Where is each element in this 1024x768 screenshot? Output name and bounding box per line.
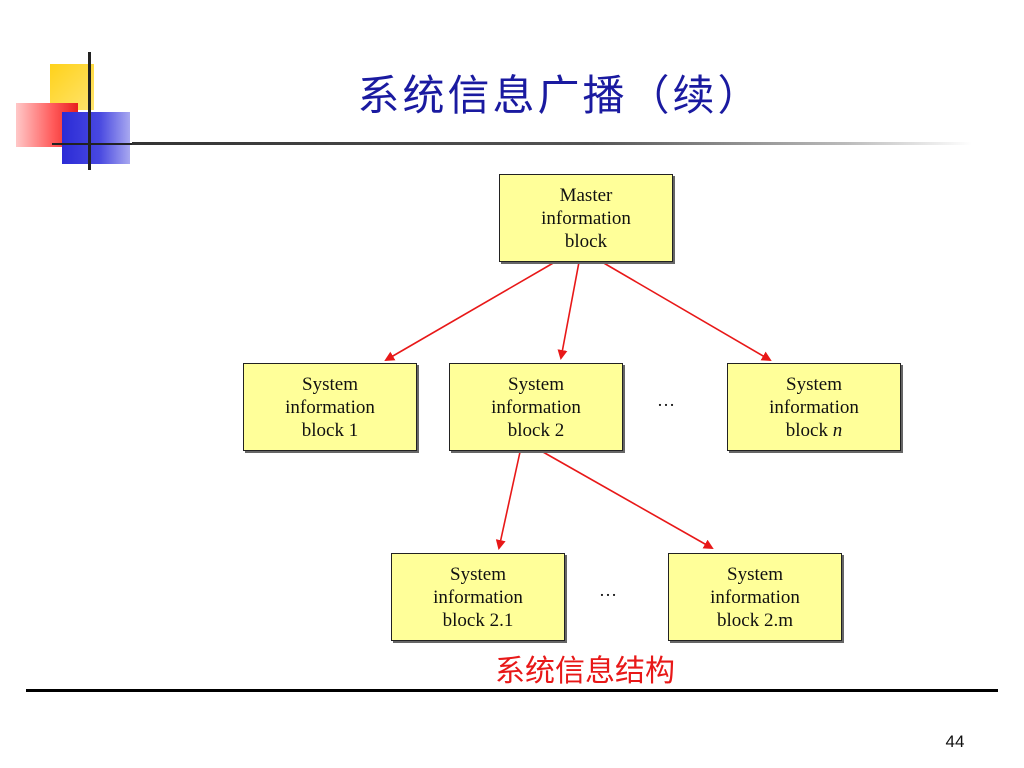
box-line: System bbox=[786, 373, 842, 395]
box-line: information bbox=[491, 396, 581, 418]
box-line: information bbox=[433, 586, 523, 608]
box-line: System bbox=[727, 563, 783, 585]
ellipsis-level2: … bbox=[599, 580, 619, 600]
box-line: information bbox=[285, 396, 375, 418]
box-line: block 2 bbox=[507, 419, 565, 441]
decor-blue-square bbox=[62, 112, 130, 164]
box-line-italic: n bbox=[832, 419, 843, 441]
diagram-caption: 系统信息结构 bbox=[495, 654, 675, 689]
master-information-block: Master information block bbox=[499, 174, 673, 262]
box-line: block 1 bbox=[301, 419, 359, 441]
box-line: information bbox=[541, 207, 631, 229]
system-information-block-1: System information block 1 bbox=[243, 363, 417, 451]
box-line: Master bbox=[559, 184, 613, 206]
slide-title: 系统信息广播（续） bbox=[357, 71, 763, 120]
box-line: block 2.1 bbox=[442, 609, 514, 631]
arrow-master-to-sib1 bbox=[384, 261, 556, 362]
arrow-sib2-to-sib21 bbox=[495, 451, 521, 550]
decor-yellow-square bbox=[50, 64, 94, 110]
box-line: System bbox=[450, 563, 506, 585]
box-line: information bbox=[769, 396, 859, 418]
decor-vertical-line bbox=[88, 52, 91, 170]
box-line: System bbox=[508, 373, 564, 395]
footer-rule bbox=[26, 689, 998, 692]
ellipsis-level1: … bbox=[657, 390, 677, 410]
system-information-block-n: System information block n bbox=[727, 363, 901, 451]
system-information-block-2-m: System information block 2.m bbox=[668, 553, 842, 641]
box-line: information bbox=[710, 586, 800, 608]
decor-horizontal-line bbox=[52, 143, 132, 145]
system-information-block-2-1: System information block 2.1 bbox=[391, 553, 565, 641]
page-number: 44 bbox=[945, 732, 965, 751]
arrow-master-to-sib2 bbox=[557, 261, 580, 360]
box-line: System bbox=[302, 373, 358, 395]
box-line-text: block bbox=[785, 419, 833, 441]
arrow-master-to-sibn bbox=[601, 261, 772, 362]
box-line: block bbox=[564, 230, 608, 252]
title-underline bbox=[132, 142, 972, 145]
system-information-block-2: System information block 2 bbox=[449, 363, 623, 451]
arrow-sib2-to-sib2m bbox=[542, 451, 714, 549]
box-line-composite: block n bbox=[786, 419, 842, 442]
box-line: block 2.m bbox=[717, 609, 793, 631]
